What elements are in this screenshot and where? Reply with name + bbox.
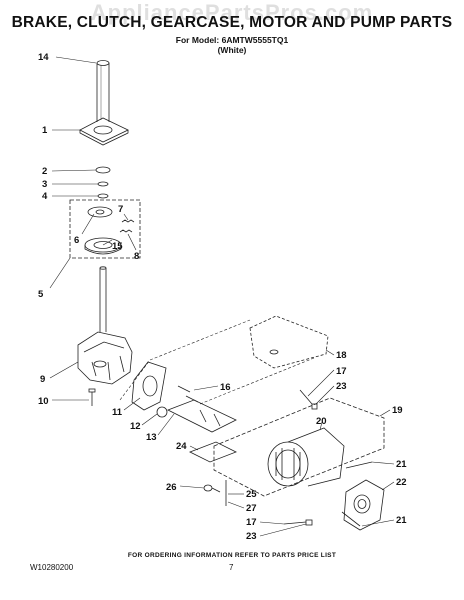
- callout-13: 13: [146, 432, 157, 443]
- part-14-tube: [96, 60, 110, 122]
- page-title: BRAKE, CLUTCH, GEARCASE, MOTOR AND PUMP …: [11, 14, 453, 31]
- callout-1: 1: [42, 125, 48, 136]
- part-1-plate: [79, 117, 129, 146]
- part-4-ring: [97, 193, 109, 199]
- part-5-shaft: [99, 266, 107, 332]
- part-22-pump: [343, 479, 385, 531]
- callout-17-lower: 17: [246, 517, 257, 528]
- callout-14: 14: [38, 52, 49, 63]
- callout-10: 10: [38, 396, 49, 407]
- page-number: 7: [229, 563, 234, 572]
- callout-9: 9: [40, 374, 45, 385]
- part-20-motor: [267, 427, 345, 487]
- callout-19: 19: [392, 405, 403, 416]
- part-24-pad: [189, 441, 237, 463]
- part-18-shield: [249, 315, 329, 369]
- leader-lines: [49, 56, 395, 537]
- callout-7: 7: [118, 204, 123, 215]
- callout-16: 16: [220, 382, 231, 393]
- part-23-nut-lower: [305, 519, 313, 526]
- part-23-nut-upper: [311, 403, 318, 410]
- part-13-bracket: [167, 399, 237, 433]
- callout-5: 5: [38, 289, 44, 300]
- callout-21-upper: 21: [396, 459, 407, 470]
- callout-4: 4: [42, 191, 48, 202]
- part-6-clutch: [87, 206, 113, 218]
- part-7-spring: [121, 219, 135, 223]
- callout-15: 15: [112, 241, 123, 252]
- callout-20: 20: [316, 416, 327, 427]
- callout-23-upper: 23: [336, 381, 347, 392]
- part-17-bolt-upper: [299, 389, 313, 405]
- callout-27: 27: [246, 503, 257, 514]
- part-10-bolt: [88, 388, 96, 406]
- callout-11: 11: [112, 407, 123, 418]
- part-15-brake-assembly: [84, 237, 122, 255]
- watermark: AppliancePartsPros.com: [90, 0, 374, 25]
- part-21-screw-lower: [341, 511, 361, 527]
- callout-22: 22: [396, 477, 407, 488]
- clutch-assembly-box: [69, 199, 141, 259]
- callout-2: 2: [42, 166, 47, 177]
- part-2-washer: [95, 166, 111, 174]
- callout-25: 25: [246, 489, 257, 500]
- callout-23-lower: 23: [246, 531, 257, 542]
- callout-12: 12: [130, 421, 141, 432]
- part-26-grommet: [203, 484, 221, 493]
- part-12-seal: [156, 406, 168, 418]
- callout-3: 3: [42, 179, 47, 190]
- callout-26: 26: [166, 482, 177, 493]
- callout-8: 8: [134, 251, 139, 262]
- part-9-gearcase: [77, 331, 133, 385]
- callout-17-upper: 17: [336, 366, 347, 377]
- part-16-bolts: [177, 385, 199, 403]
- ordering-note: FOR ORDERING INFORMATION REFER TO PARTS …: [127, 552, 337, 559]
- part-8-pin: [119, 229, 133, 233]
- callout-24: 24: [176, 441, 187, 452]
- part-11-cover: [131, 361, 167, 411]
- callout-18: 18: [336, 350, 347, 361]
- callout-21-lower: 21: [396, 515, 407, 526]
- callout-6: 6: [74, 235, 79, 246]
- part-21-screw-upper: [345, 461, 373, 469]
- model-color: (White): [217, 45, 247, 55]
- model-number: For Model: 6AMTW5555TQ1: [175, 35, 289, 45]
- part-3-ring: [97, 181, 109, 187]
- part-17-bolt-lower: [283, 521, 307, 525]
- document-number: W10280200: [30, 563, 74, 572]
- motor-assembly-box: [213, 397, 385, 497]
